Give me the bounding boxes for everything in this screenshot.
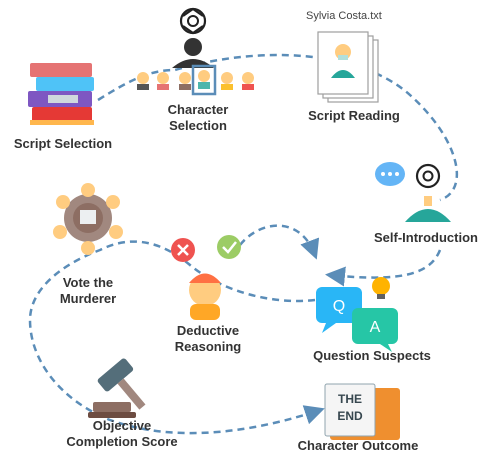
cross-icon — [171, 238, 195, 262]
answer-bubble-label: A — [370, 319, 381, 336]
player-avatar-icon — [172, 38, 214, 68]
stage-character-selection: Character Selection — [148, 102, 248, 134]
stage-self-introduction: Self-Introduction — [374, 230, 478, 245]
stage-objective-score: Objective Completion Score — [42, 418, 202, 450]
qa-bubbles-icon: Q A — [316, 287, 398, 352]
check-icon — [217, 235, 241, 259]
stage-script-reading: Script Reading — [308, 108, 400, 123]
the-end-book-icon: THE END — [324, 383, 400, 440]
thinking-person-icon — [189, 273, 221, 320]
stage-objective-line1: Objective — [92, 418, 152, 433]
gavel-icon — [88, 358, 146, 418]
stage-deductive-line1: Deductive — [176, 323, 240, 338]
nurse-icon — [405, 163, 451, 222]
stage-script-selection: Script Selection — [13, 136, 113, 151]
stage-deductive-reasoning: Deductive Reasoning — [156, 323, 260, 355]
script-document-icon — [317, 31, 379, 103]
book-cover-line1: THE — [338, 392, 362, 406]
flow-path-4 — [239, 224, 320, 260]
stage-vote-line1: Vote the — [62, 275, 114, 290]
stage-question-suspects: Question Suspects — [313, 348, 431, 363]
lightbulb-icon — [372, 277, 390, 299]
book-cover-line2: END — [337, 409, 363, 423]
stage-vote-line2: Murderer — [59, 291, 117, 306]
roundtable-vote-icon — [53, 183, 123, 255]
character-avatars-icon — [137, 64, 254, 96]
stage-character-selection-line1: Character — [167, 102, 229, 117]
stage-character-selection-line2: Selection — [169, 118, 227, 133]
flow-path — [97, 53, 459, 202]
stage-objective-line2: Completion Score — [66, 434, 178, 449]
question-bubble-label: Q — [333, 298, 345, 315]
book-stack-icon — [28, 63, 94, 125]
script-file-name: Sylvia Costa.txt — [306, 10, 382, 22]
stage-vote-murderer: Vote the Murderer — [40, 275, 136, 307]
flow-path-2 — [325, 249, 442, 287]
flow-path-3 — [28, 240, 325, 435]
stage-deductive-line2: Reasoning — [174, 339, 242, 354]
stage-character-outcome: Character Outcome — [297, 438, 419, 453]
chat-bubble-icon — [375, 162, 405, 186]
openai-logo-icon — [179, 7, 207, 35]
